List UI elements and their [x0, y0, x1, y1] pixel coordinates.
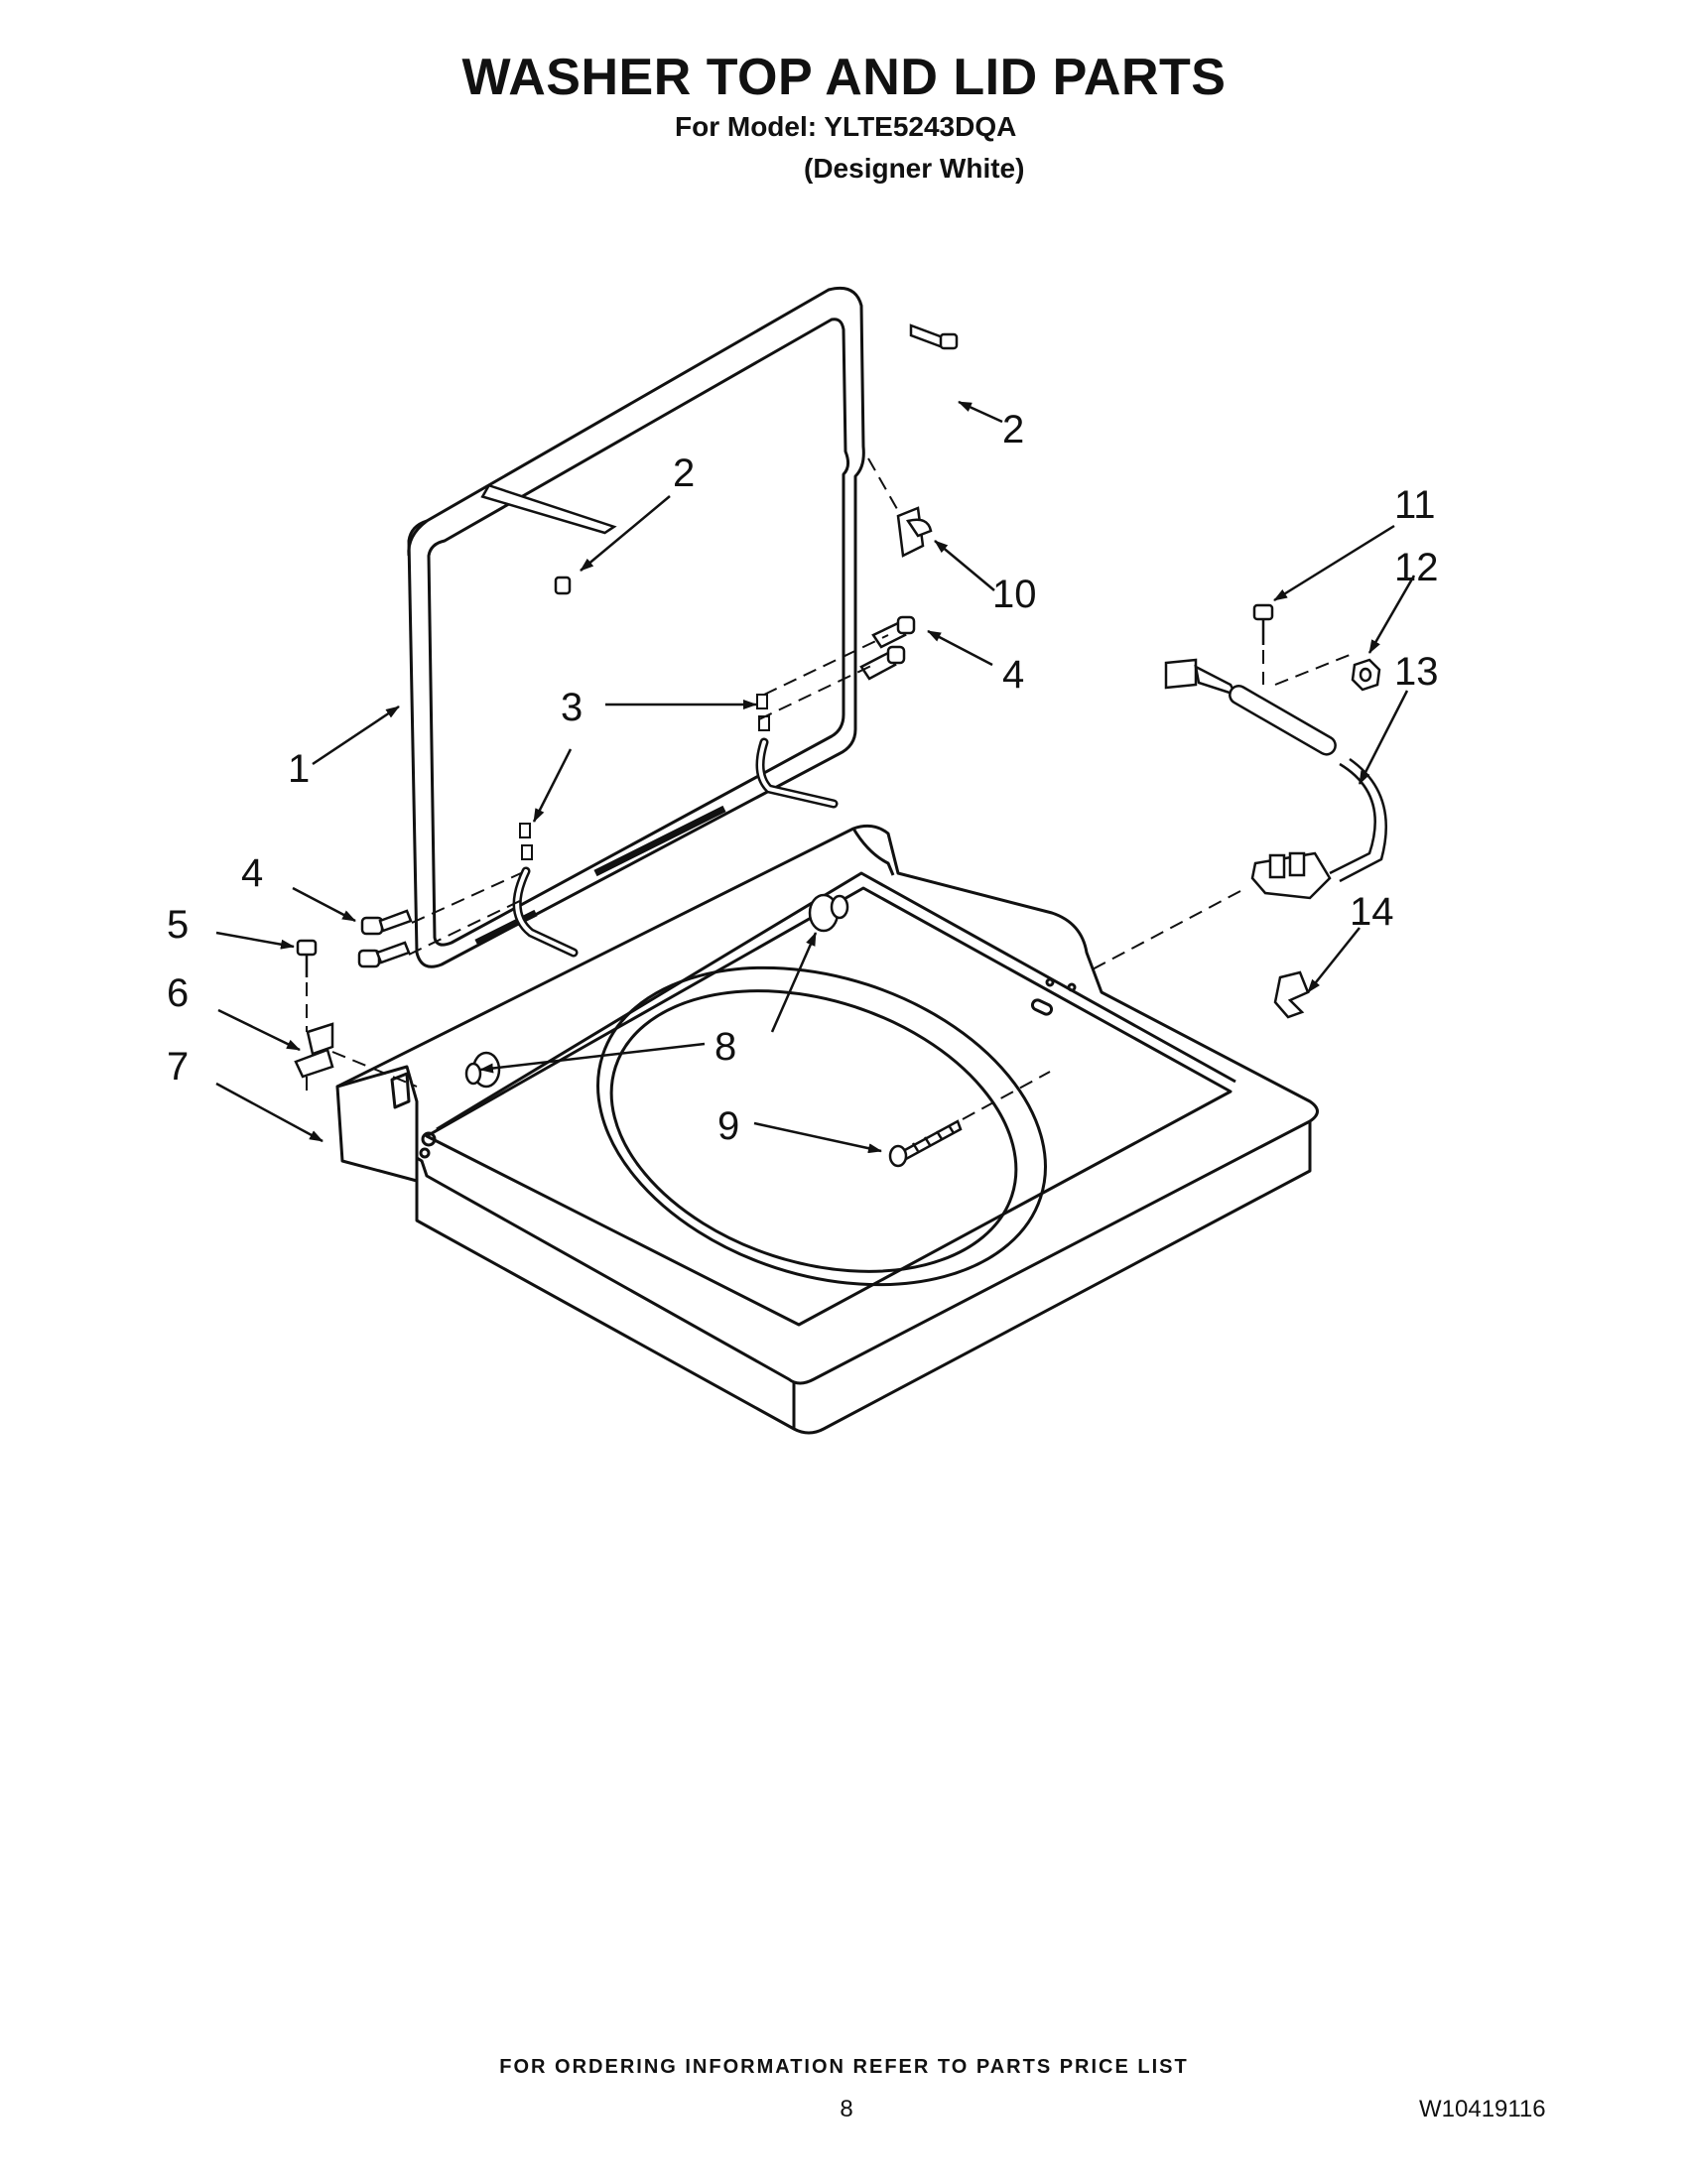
- page-title: WASHER TOP AND LID PARTS: [461, 49, 1227, 106]
- clip-part-14: [1273, 970, 1310, 1019]
- alignment-lines: [306, 457, 1356, 1120]
- screw-part-9: [888, 1119, 963, 1168]
- ordering-note: FOR ORDERING INFORMATION REFER TO PARTS …: [499, 2056, 1189, 2078]
- callout-10: 10: [992, 573, 1037, 616]
- lid-panel: [407, 286, 865, 968]
- screw-part-5: [296, 939, 318, 977]
- callout-4-right: 4: [1002, 653, 1024, 697]
- callout-13: 13: [1394, 650, 1439, 694]
- clip-part-6: [294, 1022, 334, 1079]
- callout-3: 3: [561, 686, 583, 729]
- callout-2-upper: 2: [1002, 408, 1024, 451]
- callout-4-left: 4: [241, 851, 263, 895]
- callout-11: 11: [1394, 483, 1436, 527]
- callout-2-left: 2: [673, 451, 695, 495]
- hinge-screws-left: [357, 909, 413, 968]
- callout-leaders: [215, 400, 1416, 1154]
- lid-switch-actuator: [896, 506, 933, 558]
- callout-6: 6: [167, 971, 189, 1015]
- washer-top: [335, 824, 1319, 1435]
- hinge-rod-left-inner: [515, 869, 576, 955]
- model-line: For Model: YLTE5243DQA: [675, 111, 1017, 142]
- hinge-clips: [519, 694, 770, 860]
- document-number: W10419116: [1419, 2096, 1546, 2122]
- hinge-rod-right-inner: [758, 740, 836, 806]
- lid-switch-part-13: [1164, 658, 1387, 900]
- callout-5: 5: [167, 903, 189, 947]
- callout-8: 8: [714, 1025, 736, 1069]
- screw-part-11: [1252, 603, 1274, 645]
- callout-numbers: 1 2 2 3 4 4 5 6 7 8 9 10 11 12 13 14: [167, 408, 1439, 1148]
- page-number: 8: [840, 2096, 853, 2122]
- hinge-screws-right: [859, 615, 916, 681]
- callout-7: 7: [167, 1045, 189, 1089]
- nut-part-12: [1351, 658, 1381, 692]
- model-variant: (Designer White): [804, 153, 1025, 184]
- hinge-pin-left: [480, 483, 617, 595]
- hinge-pin-upper: [909, 323, 959, 350]
- callout-1: 1: [288, 747, 310, 791]
- callout-9: 9: [717, 1104, 739, 1148]
- callout-14: 14: [1350, 890, 1394, 934]
- callout-12: 12: [1394, 546, 1439, 589]
- bumper-rear: [808, 893, 849, 933]
